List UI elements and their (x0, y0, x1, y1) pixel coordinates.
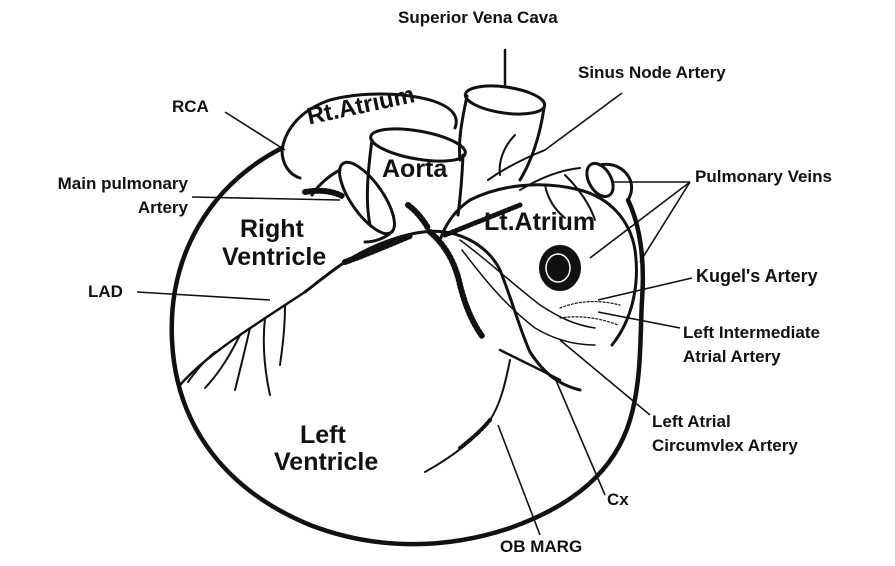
leader-lad (137, 292, 270, 300)
right-ventricle-label-line1: Right (240, 217, 304, 242)
ob-marg-artery (425, 360, 510, 472)
label-main-pulmonary-line2: Artery (14, 198, 188, 218)
label-rca: RCA (172, 97, 209, 117)
leader-pulmonary-veins-c (640, 182, 690, 262)
label-cx: Cx (607, 490, 629, 510)
leader-ob-marg (498, 425, 540, 535)
right-ventricle-label-line2: Ventricle (222, 245, 326, 270)
leader-sinus-node (545, 93, 622, 150)
leader-rca (225, 112, 285, 150)
leader-cx (555, 378, 605, 495)
label-superior-vena-cava: Superior Vena Cava (398, 8, 558, 28)
label-ob-marg: OB MARG (500, 537, 582, 557)
label-main-pulmonary-line1: Main pulmonary (14, 174, 188, 194)
label-sinus-node-artery: Sinus Node Artery (578, 63, 726, 83)
lt-atrium-label: Lt.Atrium (484, 210, 595, 235)
label-lad: LAD (88, 282, 123, 302)
left-ventricle-label-line1: Left (300, 423, 346, 448)
label-left-atrial-circ-line1: Left Atrial (652, 412, 731, 432)
label-left-atrial-circ-line2: Circumvlex Artery (652, 436, 798, 456)
label-pulmonary-veins: Pulmonary Veins (695, 167, 832, 187)
lad-artery (180, 292, 305, 385)
label-left-intermediate-line2: Atrial Artery (683, 347, 781, 367)
aorta-label: Aorta (382, 157, 447, 182)
left-ventricle-label-line2: Ventricle (274, 450, 378, 475)
label-kugels-artery: Kugel's Artery (696, 266, 818, 286)
label-left-intermediate-line1: Left Intermediate (683, 323, 820, 343)
